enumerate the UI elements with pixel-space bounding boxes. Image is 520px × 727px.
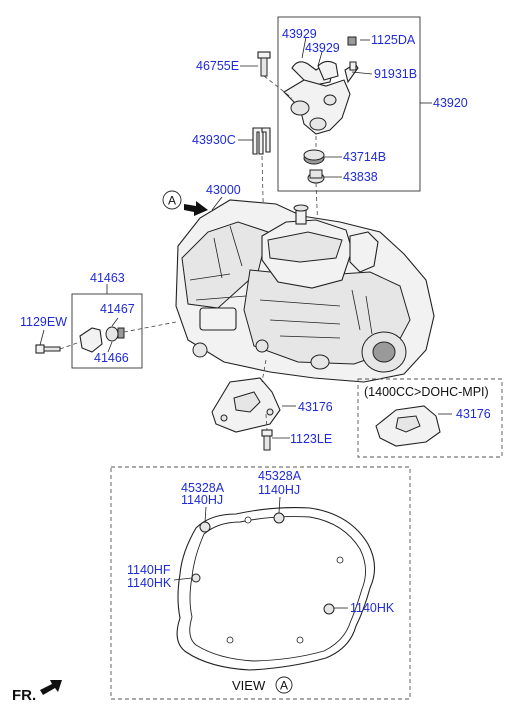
part-label-45328A-a: 45328A bbox=[181, 481, 225, 495]
part-label-43176-variant: 43176 bbox=[456, 407, 491, 421]
view-a-callout bbox=[162, 190, 182, 210]
view-letter: A bbox=[280, 679, 288, 693]
clip-43930C-drawing bbox=[252, 127, 264, 155]
variant-note: (1400CC>DOHC-MPI) bbox=[364, 385, 489, 399]
part-label-1129EW: 1129EW bbox=[20, 315, 67, 329]
part-label-1140HJ-a: 1140HJ bbox=[181, 493, 223, 507]
bolt-1123LE-drawing bbox=[261, 429, 273, 451]
view-label: VIEW bbox=[232, 678, 266, 693]
front-direction-arrow-icon bbox=[40, 680, 62, 695]
part-label-41466: 41466 bbox=[94, 351, 129, 365]
part-label-43714B: 43714B bbox=[343, 150, 386, 164]
nut-1125DA-drawing bbox=[347, 36, 357, 46]
part-label-1125DA: 1125DA bbox=[371, 33, 416, 47]
part-label-43930C: 43930C bbox=[192, 133, 236, 147]
bolt-1129EW-drawing bbox=[35, 344, 61, 354]
part-label-43000: 43000 bbox=[206, 183, 241, 197]
front-marker: FR. bbox=[12, 687, 36, 704]
part-label-1140HK-b: 1140HK bbox=[350, 601, 395, 615]
shift-lever-assembly-drawing bbox=[283, 60, 359, 135]
part-label-41467: 41467 bbox=[100, 302, 135, 316]
view-a-box bbox=[110, 466, 411, 700]
part-label-1123LE: 1123LE bbox=[290, 432, 332, 446]
part-label-43838: 43838 bbox=[343, 170, 378, 184]
part-label-1140HK-a: 1140HK bbox=[127, 576, 172, 590]
part-label-1140HF: 1140HF bbox=[127, 563, 171, 577]
part-label-43176: 43176 bbox=[298, 400, 333, 414]
part-label-41463: 41463 bbox=[90, 271, 125, 285]
transmission-case-drawing bbox=[175, 199, 435, 383]
shift-lever-group-box bbox=[277, 16, 421, 192]
part-label-91931B: 91931B bbox=[374, 67, 417, 81]
part-label-43929-b: 43929 bbox=[305, 41, 340, 55]
bracket-43176-variant-drawing bbox=[375, 405, 441, 447]
bolt-46755E-drawing bbox=[257, 51, 271, 77]
part-label-43920: 43920 bbox=[433, 96, 468, 110]
gasket-drawing bbox=[176, 507, 376, 671]
variant-1400cc-box bbox=[357, 378, 503, 458]
view-a-arrow-icon bbox=[184, 201, 208, 216]
part-label-1140HJ-b: 1140HJ bbox=[258, 483, 300, 497]
callout-letter: A bbox=[168, 194, 176, 208]
part-label-46755E: 46755E bbox=[196, 59, 239, 73]
sensor-41467-41466-drawing bbox=[79, 326, 125, 353]
part-label-45328A-b: 45328A bbox=[258, 469, 302, 483]
view-letter-circle bbox=[275, 676, 293, 694]
bracket-43176-drawing bbox=[211, 377, 281, 433]
part-label-43929-a: 43929 bbox=[282, 27, 317, 41]
